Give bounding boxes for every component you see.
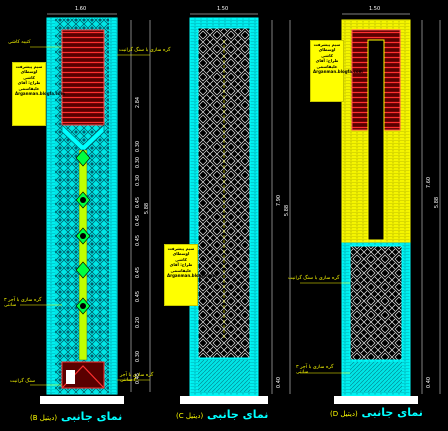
panel-d [300, 13, 441, 397]
panel-b-bottom-insert [66, 370, 75, 384]
panel-d-dim-2: 5.88 [434, 196, 441, 209]
panel-b-dim-3: 0.30 [135, 156, 142, 169]
panel-b-title: (B دیتیل) نمای جانبی [30, 410, 122, 423]
panel-b-dim-10: 0.20 [135, 316, 142, 329]
panel-b-callout-brick: گره سازی با آجر ۳ سانتی [4, 298, 42, 308]
panel-b-stamp-line-1: سیم پیشرفت اوسطای کاشی [15, 64, 43, 80]
panel-d-dim-3: 0.40 [426, 376, 433, 389]
panel-c-stamp-line-2: طراح: آقای علیقاسمی [169, 262, 193, 273]
panel-c-bottom-band [198, 360, 250, 392]
panel-c-dim-1: 7.90 [276, 194, 283, 207]
panel-b-dot-3 [80, 303, 86, 309]
panel-b-chevron [61, 124, 105, 153]
panel-d-stamp: سیم پیشرفت اوسطای کاشی طراح: آقای علیقاس… [310, 40, 363, 102]
panel-b-dim-6: 0.45 [135, 214, 142, 227]
panel-b-border-right [109, 18, 117, 394]
panel-b-dim-1: 2.84 [135, 96, 142, 109]
panel-b-dot-1 [80, 197, 86, 203]
panel-c-dim-3: 0.40 [276, 376, 283, 389]
panel-b [20, 13, 151, 395]
panel-c-stamp: سیم پیشرفت اوسطای کاشی طراح: آقای علیقاس… [164, 244, 217, 306]
panel-d-stamp-line-1: سیم پیشرفت اوسطای کاشی [313, 42, 341, 58]
panel-b-dim-2: 0.30 [135, 140, 142, 153]
panel-d-top-width: 1.50 [369, 6, 381, 12]
panel-c-stamp-line-1: سیم پیشرفت اوسطای کاشی [167, 246, 195, 262]
panel-b-dim-9: 0.45 [135, 290, 142, 303]
panel-d-center-slot [367, 39, 385, 241]
panel-d-pattern-field [349, 245, 403, 361]
panel-b-base-slab [40, 396, 124, 404]
panel-b-diamond-1 [75, 149, 91, 167]
panel-c-title-sub: (C دیتیل) [176, 412, 204, 420]
panel-b-dim-4: 0.30 [135, 174, 142, 187]
panel-d-stamp-line-3: Arganman.blogfa.com [313, 68, 363, 74]
panel-b-callout-granite-bottom: سنگ گرانیت [10, 379, 36, 384]
panel-d-callout-brick: گره سازی با آجر ۳ سانتی [296, 365, 334, 375]
panel-b-callout-brick-bottom: گره سازی با آجر ۳ سانتی [120, 373, 154, 383]
panel-b-callout-granite-top: گره سازی با سنگ گرانیت [119, 48, 171, 53]
panel-d-callout-granite: گره سازی با سنگ گرانیت [288, 276, 340, 281]
panel-c [189, 13, 291, 397]
panel-b-diamond-4 [75, 261, 91, 279]
panel-b-dim-12: 0.45 [135, 372, 142, 385]
panel-b-top-width: 1.60 [75, 6, 87, 12]
panel-b-stamp-line-3: Arganman.blogfa.com [15, 90, 65, 96]
panel-b-dim-7: 0.45 [135, 234, 142, 247]
panel-b-title-main: نمای جانبی [60, 410, 123, 423]
panel-b-red-panel [61, 29, 105, 126]
panel-d-title-sub: (D دیتیل) [330, 410, 358, 418]
panel-d-title: (D دیتیل) نمای جانبی [330, 406, 423, 419]
panel-c-base-slab [180, 396, 268, 404]
panel-c-top-width: 1.50 [217, 6, 229, 12]
panel-b-callout-tile-inscription: کتیبه کاشی [8, 40, 31, 45]
panel-b-spine [78, 149, 88, 361]
panel-c-stamp-line-3: Arganman.blogfa.com [167, 272, 217, 278]
panel-b-stamp-line-2: طراح: آقای علیقاسمی [17, 80, 41, 91]
panel-b-stamp: سیم پیشرفت اوسطای کاشی طراح: آقای علیقاس… [12, 62, 65, 126]
panel-b-title-sub: (B دیتیل) [30, 414, 58, 422]
panel-b-dot-2 [80, 233, 86, 239]
panel-b-dim-5: 0.45 [135, 196, 142, 209]
panel-d-base-slab [334, 396, 418, 404]
panel-c-dim-2: 5.88 [284, 204, 291, 217]
panel-d-title-main: نمای جانبی [361, 406, 423, 419]
panel-d-stamp-line-2: طراح: آقای علیقاسمی [315, 58, 339, 69]
panel-b-dim-11: 0.30 [135, 350, 142, 363]
panel-b-border-left [47, 18, 55, 394]
panel-c-title-main: نمای جانبی [207, 408, 269, 421]
panel-b-overall-dim: 5.88 [144, 202, 151, 215]
panel-d-bottom-band [350, 362, 402, 392]
panel-b-dim-8: 0.45 [135, 266, 142, 279]
panel-d-dim-1: 7.60 [426, 176, 433, 189]
panel-c-title: (C دیتیل) نمای جانبی [176, 408, 268, 421]
